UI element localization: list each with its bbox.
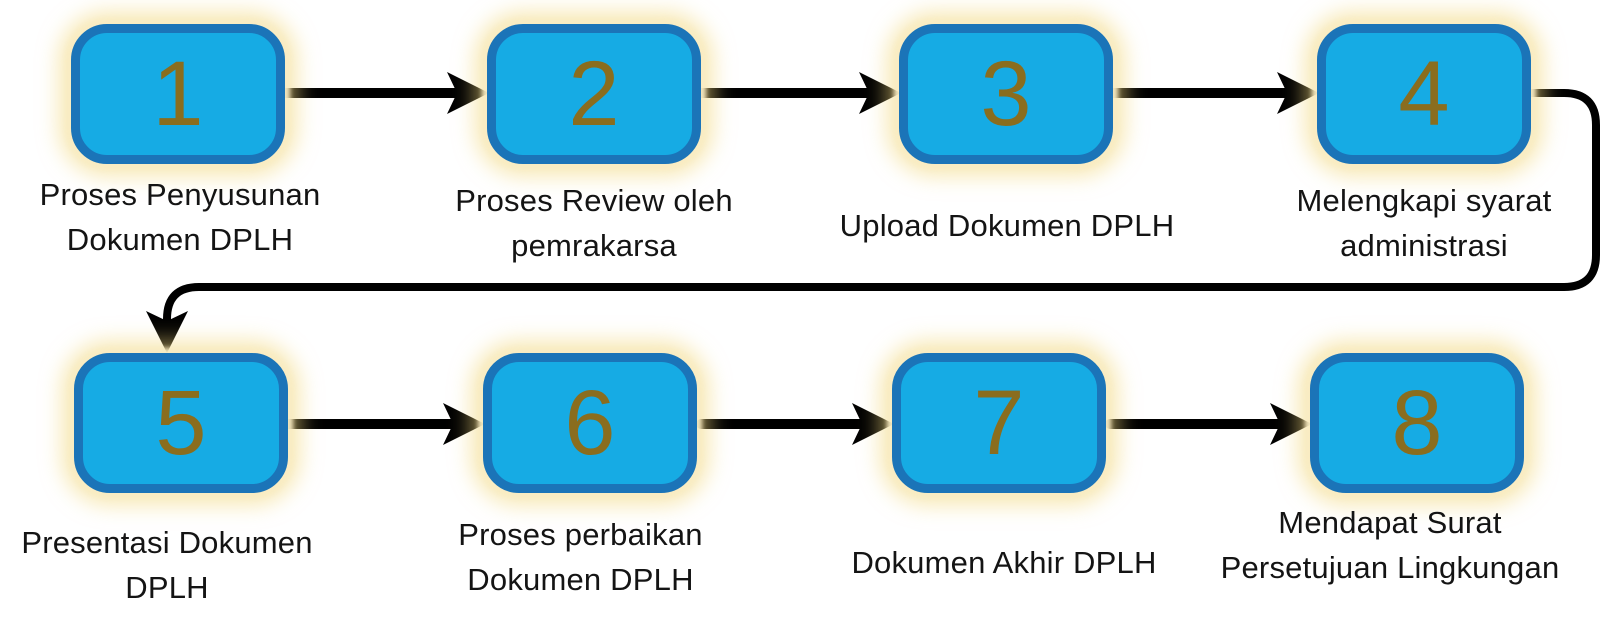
step-label-5-line1: Presentasi Dokumen <box>21 525 313 560</box>
arrow-step2-to-step3 <box>696 72 901 114</box>
step-label-1-line2: Dokumen DPLH <box>66 222 294 257</box>
step-label-8-line1: Mendapat Surat <box>1278 505 1502 540</box>
step-label-2: Proses Review oleh pemrakarsa <box>438 178 750 268</box>
arrow-step5-to-step6 <box>282 403 485 445</box>
step-box-7: 7 <box>892 353 1106 493</box>
step-box-2: 2 <box>487 24 701 164</box>
step-label-4-line1: Melengkapi syarat <box>1296 183 1552 218</box>
step-label-6-line1: Proses perbaikan <box>458 517 703 552</box>
step-label-5: Presentasi Dokumen DPLH <box>12 520 322 610</box>
step-label-6-line2: Dokumen DPLH <box>467 562 694 597</box>
step-box-3: 3 <box>899 24 1113 164</box>
step-number-8: 8 <box>1391 372 1443 474</box>
step-label-1: Proses Penyusunan Dokumen DPLH <box>25 172 335 262</box>
arrow-step6-to-step7 <box>696 403 894 445</box>
step-label-6: Proses perbaikan Dokumen DPLH <box>428 512 733 602</box>
step-label-8-line2: Persetujuan Lingkungan <box>1220 550 1560 585</box>
step-box-5: 5 <box>74 353 288 493</box>
step-label-2-line2: pemrakarsa <box>511 228 677 263</box>
step-label-2-line1: Proses Review oleh <box>455 183 733 218</box>
step-label-4-line2: administrasi <box>1340 228 1508 263</box>
step-box-8: 8 <box>1310 353 1524 493</box>
step-box-1: 1 <box>71 24 285 164</box>
step-number-5: 5 <box>155 372 207 474</box>
step-label-8: Mendapat Surat Persetujuan Lingkungan <box>1166 500 1600 590</box>
step-number-6: 6 <box>564 372 616 474</box>
step-box-4: 4 <box>1317 24 1531 164</box>
step-label-4: Melengkapi syarat administrasi <box>1268 178 1580 268</box>
step-label-3-line1: Upload Dokumen DPLH <box>839 208 1175 243</box>
step-label-3: Upload Dokumen DPLH <box>816 203 1198 248</box>
step-label-7-line1: Dokumen Akhir DPLH <box>851 545 1157 580</box>
step-number-2: 2 <box>568 43 620 145</box>
step-label-7: Dokumen Akhir DPLH <box>808 540 1200 585</box>
step-number-4: 4 <box>1398 43 1450 145</box>
step-label-5-line2: DPLH <box>125 570 209 605</box>
arrow-step3-to-step4 <box>1108 72 1319 114</box>
arrow-step7-to-step8 <box>1105 403 1312 445</box>
step-number-3: 3 <box>980 43 1032 145</box>
step-box-6: 6 <box>483 353 697 493</box>
arrow-step1-to-step2 <box>279 72 489 114</box>
step-number-1: 1 <box>152 43 204 145</box>
step-number-7: 7 <box>973 372 1025 474</box>
step-label-1-line1: Proses Penyusunan <box>39 177 321 212</box>
